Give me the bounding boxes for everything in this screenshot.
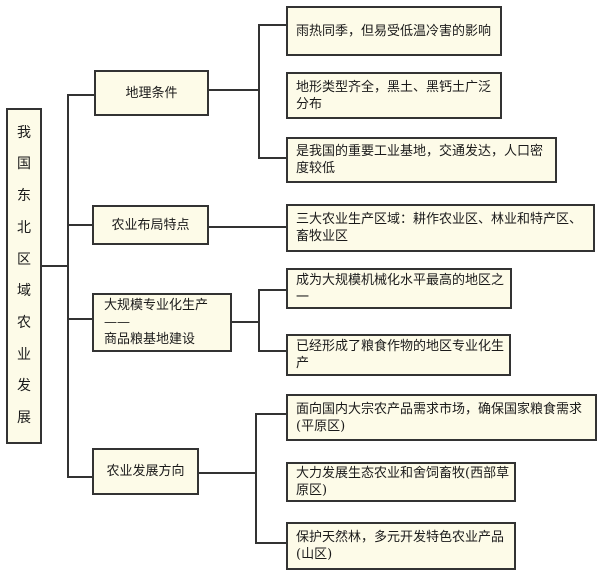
connector-line [67,94,94,96]
leaf-text: 成为大规模机械化水平最高的地区之一 [296,272,505,305]
leaf-text: 雨热同季，但易受低温冷害的影响 [296,23,492,39]
trunk-line [67,94,69,477]
connector-line [255,413,257,543]
branch-label: 农业发展方向 [106,464,185,479]
leaf-node: 已经形成了粮食作物的地区专业化生产 [286,334,511,376]
connector-line [258,350,286,352]
branch-layout: 农业布局特点 [92,205,209,245]
connector-line [209,226,286,228]
leaf-text: 大力发展生态农业和舍饲畜牧(西部草原区) [296,466,510,498]
leaf-text: 保护天然林，多元开发特色农业产品(山区) [296,530,505,562]
connector-line [258,289,286,291]
root-char: 我 [17,124,31,141]
connector-line [258,157,286,159]
branch-geography: 地理条件 [94,70,209,116]
leaf-text: 地形类型齐全，黑土、黑钙土广泛分布 [296,79,492,112]
root-char: 国 [17,156,31,173]
root-char: 东 [17,188,31,205]
branch-label: 农业布局特点 [111,217,190,233]
leaf-node: 大力发展生态农业和舍饲畜牧(西部草原区) [286,462,516,502]
connector-line [258,289,260,351]
leaf-text: 是我国的重要工业基地，交通发达，人口密度较低 [296,144,544,176]
connector-line [255,542,286,544]
leaf-text: 已经形成了粮食作物的地区专业化生产 [296,339,505,371]
connector-line [258,24,260,158]
leaf-node: 雨热同季，但易受低温冷害的影响 [286,6,502,56]
leaf-text: 三大农业生产区域：耕作农业区、林业和特产区、畜牧业区 [296,212,583,244]
connector-line [258,24,286,26]
connector-line [199,472,256,474]
leaf-text: 面向国内大宗农产品需求市场，确保国家粮食需求(平原区) [296,401,583,434]
connector-line [67,318,92,320]
root-char: 业 [17,346,31,363]
root-char: 区 [17,251,31,268]
connector-line [255,413,286,415]
leaf-node: 面向国内大宗农产品需求市场，确保国家粮食需求(平原区) [286,394,597,441]
branch-specialization: 大规模专业化生产—— 商品粮基地建设 [92,293,232,352]
leaf-node: 成为大规模机械化水平最高的地区之一 [286,268,512,309]
connector-line [209,89,259,91]
branch-label-line: 大规模专业化生产—— [104,298,209,330]
connector-line [67,224,92,226]
root-char: 北 [17,219,31,236]
branch-label: 地理条件 [125,85,178,101]
root-node: 我 国 东 北 区 域 农 业 发 展 [6,108,42,444]
leaf-node: 保护天然林，多元开发特色农业产品(山区) [286,522,516,570]
branch-direction: 农业发展方向 [92,448,199,495]
connector-line [232,321,259,323]
root-char: 农 [17,315,31,332]
leaf-node: 是我国的重要工业基地，交通发达，人口密度较低 [286,137,557,183]
leaf-node: 地形类型齐全，黑土、黑钙土广泛分布 [286,72,502,119]
root-char: 域 [17,283,31,300]
root-char: 展 [17,410,31,427]
branch-label-line: 商品粮基地建设 [104,332,196,347]
leaf-node: 三大农业生产区域：耕作农业区、林业和特产区、畜牧业区 [286,204,595,252]
connector-line [42,265,68,267]
root-char: 发 [17,378,31,395]
connector-line [67,476,92,478]
